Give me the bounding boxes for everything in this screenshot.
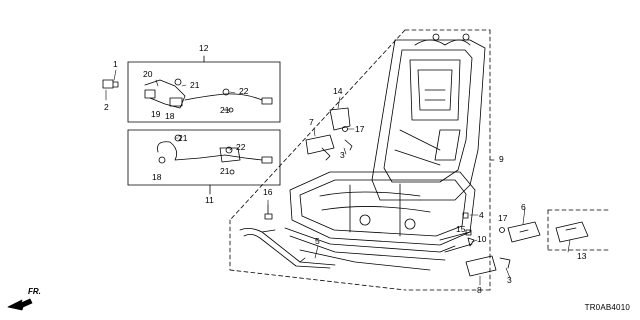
callout-21-d: 21 <box>220 166 230 176</box>
callout-1: 1 <box>113 59 118 69</box>
leader-lines <box>105 69 571 286</box>
callout-20: 20 <box>143 69 153 79</box>
callout-10: 10 <box>477 234 487 244</box>
callout-11: 11 <box>205 195 214 205</box>
harness-group-box-upper <box>127 55 281 123</box>
callout-15: 15 <box>456 224 466 234</box>
callout-6: 6 <box>521 202 526 212</box>
callout-22-lower: 22 <box>236 142 246 152</box>
bolt-16 <box>264 204 273 220</box>
seat-back-frame <box>371 33 486 201</box>
callout-4: 4 <box>479 210 484 220</box>
front-direction-label: FR. <box>28 287 41 296</box>
upper-harness <box>144 78 273 113</box>
cover-parts-14-7-3 <box>305 107 353 161</box>
callout-19: 19 <box>151 109 161 119</box>
bracket-13 <box>555 221 589 243</box>
callout-2: 2 <box>104 102 109 112</box>
callout-21-b: 21 <box>220 105 230 115</box>
seat-cushion-frame <box>284 171 476 271</box>
callout-17-lower: 17 <box>498 213 508 223</box>
callout-21-a: 21 <box>190 80 200 90</box>
callout-17-upper: 17 <box>355 124 365 134</box>
callout-3-upper: 3 <box>340 150 345 160</box>
bracket-6 <box>507 221 541 243</box>
callout-13: 13 <box>577 251 587 261</box>
callout-5: 5 <box>315 236 320 246</box>
bracket-box-13 <box>547 209 611 251</box>
cover-8 <box>465 255 511 277</box>
callout-9: 9 <box>499 154 504 164</box>
callout-22-upper: 22 <box>239 86 249 96</box>
callout-16: 16 <box>263 187 273 197</box>
callout-7: 7 <box>309 117 314 127</box>
diagram-code: TR0AB4010 <box>584 303 630 312</box>
callout-12: 12 <box>199 43 209 53</box>
fasteners <box>462 212 505 247</box>
release-lever-5 <box>239 228 336 269</box>
harness-group-box-lower <box>127 129 281 195</box>
callout-18-lower: 18 <box>152 172 162 182</box>
front-direction-arrow-icon <box>7 298 33 311</box>
callout-21-c: 21 <box>178 133 188 143</box>
connector-part <box>102 79 119 89</box>
callout-8: 8 <box>477 285 482 295</box>
lower-harness <box>157 134 273 175</box>
callout-18-upper: 18 <box>165 111 175 121</box>
callout-3-lower: 3 <box>507 275 512 285</box>
seat-frame-bracket <box>229 29 498 291</box>
callout-14: 14 <box>333 86 343 96</box>
